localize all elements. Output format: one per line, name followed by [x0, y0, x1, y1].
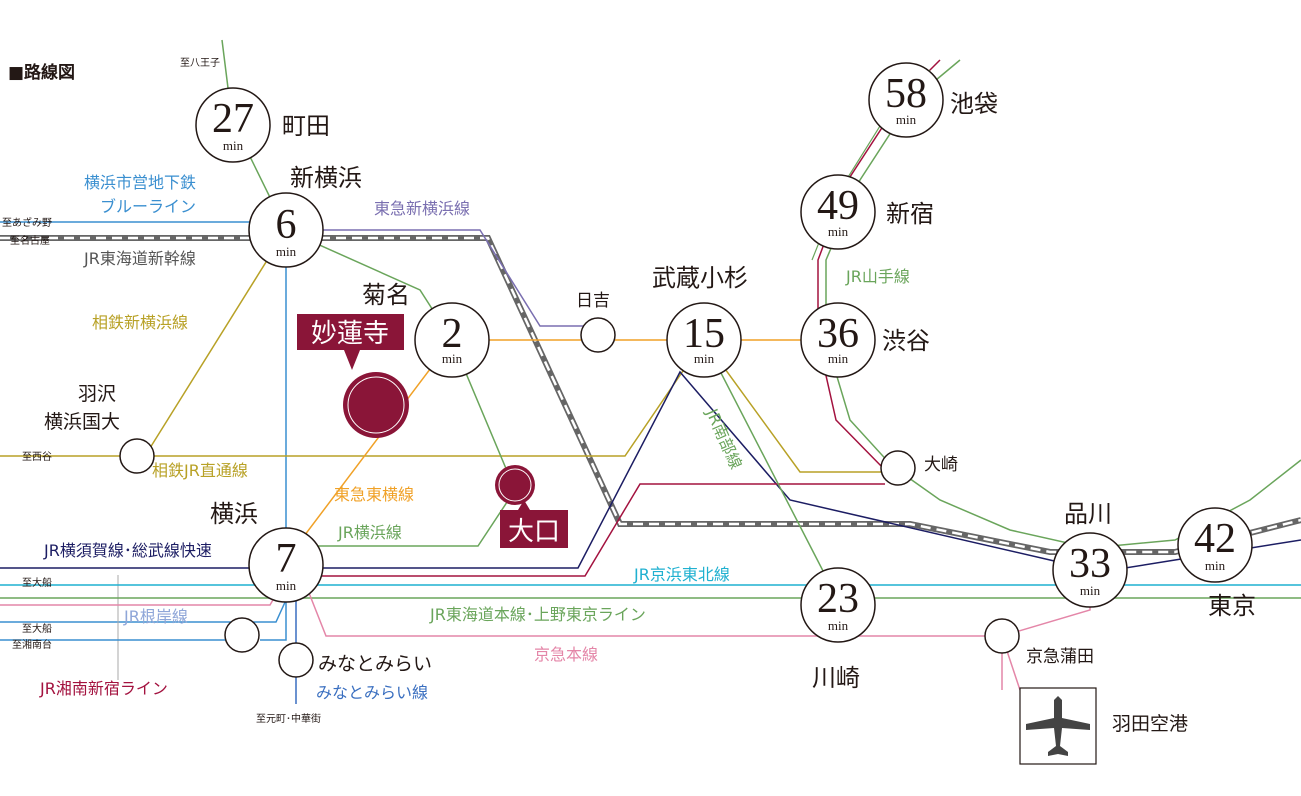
svg-text:min: min [223, 138, 244, 153]
station-tokyo[interactable]: 42 min [1177, 507, 1253, 583]
station-shinyokohama[interactable]: 6 min [248, 192, 324, 268]
jr-shonan-lower-line [296, 483, 885, 577]
label-shinagawa: 品川 [1064, 500, 1112, 528]
svg-text:min: min [1205, 558, 1226, 573]
label-musashikosugi: 武蔵小杉 [652, 264, 748, 292]
sotetsu-jr-line [0, 339, 705, 457]
svg-text:大口: 大口 [508, 517, 560, 547]
label-shinkansen: JR東海道新幹線 [83, 249, 196, 268]
label-tokyu-toyoko: 東急東横線 [334, 485, 414, 504]
station-kawasaki[interactable]: 23 min [800, 567, 876, 643]
label-jr-shonan: JR湘南新宿ライン [39, 679, 168, 698]
label-minatomirai: みなとみらい [318, 653, 432, 675]
shinkansen-line [0, 235, 1301, 555]
svg-text:42: 42 [1194, 516, 1236, 562]
svg-text:妙蓮寺: 妙蓮寺 [311, 319, 389, 349]
dest-azamino: 至あざみ野 [2, 216, 52, 229]
svg-text:2: 2 [442, 311, 463, 357]
label-jr-tokaido: JR東海道本線･上野東京ライン [429, 605, 646, 624]
dest-nagoya: 至名古屋 [10, 234, 50, 247]
negishi-line [260, 600, 287, 641]
svg-text:33: 33 [1069, 541, 1111, 587]
label-hiyoshi: 日吉 [576, 291, 610, 311]
tokyu-shinyokohama-line [286, 229, 598, 327]
dest-ofuna-2: 至大船 [22, 622, 52, 635]
label-sotetsu-shinyoko: 相鉄新横浜線 [92, 313, 188, 332]
svg-text:min: min [828, 224, 849, 239]
svg-text:min: min [442, 351, 463, 366]
label-jr-keihin: JR京浜東北線 [633, 565, 730, 584]
station-musashikosugi[interactable]: 15 min [666, 302, 742, 378]
station-shibuya[interactable]: 36 min [800, 302, 876, 378]
svg-text:min: min [828, 618, 849, 633]
station-negishi[interactable] [224, 617, 260, 653]
station-hazawa[interactable] [119, 438, 155, 474]
station-keikyukamata[interactable] [984, 618, 1020, 654]
label-keikyu: 京急本線 [534, 645, 598, 664]
musashikosugi-osaki-line [703, 339, 885, 473]
svg-text:7: 7 [276, 536, 297, 582]
station-minatomirai[interactable] [278, 642, 314, 678]
label-jr-yokosuka: JR横須賀線･総武線快速 [43, 541, 212, 560]
label-jr-yamanote: JR山手線 [845, 267, 910, 286]
myorenji-marker[interactable]: 妙蓮寺 [297, 314, 409, 438]
label-shinjuku: 新宿 [886, 200, 934, 228]
label-jr-negishi: JR根岸線 [123, 607, 188, 626]
dest-nishiya: 至西谷 [22, 451, 52, 463]
svg-text:min: min [896, 112, 917, 127]
label-sotetsu-jr: 相鉄JR直通線 [152, 461, 248, 480]
label-yokohama: 横浜 [210, 500, 258, 528]
label-hazawa-2: 横浜国大 [44, 411, 120, 433]
label-tokyu-shinyoko: 東急新横浜線 [374, 199, 470, 218]
label-shinyokohama: 新横浜 [290, 164, 362, 192]
svg-text:58: 58 [885, 71, 927, 117]
label-tokyo: 東京 [1208, 592, 1256, 620]
sotetsu-shinyokohama-line [144, 229, 287, 457]
dest-hachioji: 至八王子 [180, 57, 220, 69]
dest-ofuna-1: 至大船 [22, 576, 52, 589]
label-kawasaki: 川崎 [812, 664, 860, 692]
page-title: ■路線図 [8, 62, 75, 83]
svg-text:min: min [1080, 583, 1101, 598]
station-shinjuku[interactable]: 49 min [800, 174, 876, 250]
okuchi-marker[interactable]: 大口 [495, 465, 568, 548]
svg-text:15: 15 [683, 311, 725, 357]
station-shinagawa[interactable]: 33 min [1052, 532, 1128, 608]
label-osaki: 大崎 [924, 455, 958, 475]
svg-text:6: 6 [276, 202, 297, 248]
dest-shonandai: 至湘南台 [12, 638, 52, 651]
label-blue-line-2: ブルーライン [100, 197, 196, 216]
label-jr-yokohama: JR横浜線 [337, 523, 402, 542]
label-machida: 町田 [282, 112, 330, 140]
label-shibuya: 渋谷 [882, 327, 930, 355]
svg-text:36: 36 [817, 311, 859, 357]
label-minatomirai-line: みなとみらい線 [316, 683, 428, 702]
svg-text:min: min [276, 244, 297, 259]
svg-text:49: 49 [817, 183, 859, 229]
dest-motomachi: 至元町･中華街 [256, 712, 321, 725]
svg-text:min: min [828, 351, 849, 366]
airplane-icon [1019, 687, 1097, 765]
jr-nambu-line [703, 339, 839, 601]
svg-text:min: min [276, 578, 297, 593]
station-machida[interactable]: 27 min [195, 87, 271, 163]
station-yokohama[interactable]: 7 min [248, 527, 324, 603]
station-osaki[interactable] [880, 450, 916, 486]
svg-text:23: 23 [817, 576, 859, 622]
station-ikebukuro[interactable]: 58 min [868, 62, 944, 138]
label-ikebukuro: 池袋 [950, 90, 998, 118]
label-hazawa-1: 羽沢 [78, 383, 116, 405]
svg-text:min: min [694, 351, 715, 366]
label-jr-nambu: JR南部線 [702, 405, 746, 472]
station-hiyoshi[interactable] [580, 317, 616, 353]
label-blue-line-1: 横浜市営地下鉄 [84, 173, 196, 192]
blue-line [0, 221, 287, 623]
station-kikuna[interactable]: 2 min [414, 302, 490, 378]
label-haneda: 羽田空港 [1112, 713, 1188, 735]
label-kikuna: 菊名 [362, 281, 410, 309]
jr-yokosuka-line [0, 370, 1301, 573]
svg-text:27: 27 [212, 96, 254, 142]
label-keikyukamata: 京急蒲田 [1026, 647, 1094, 667]
